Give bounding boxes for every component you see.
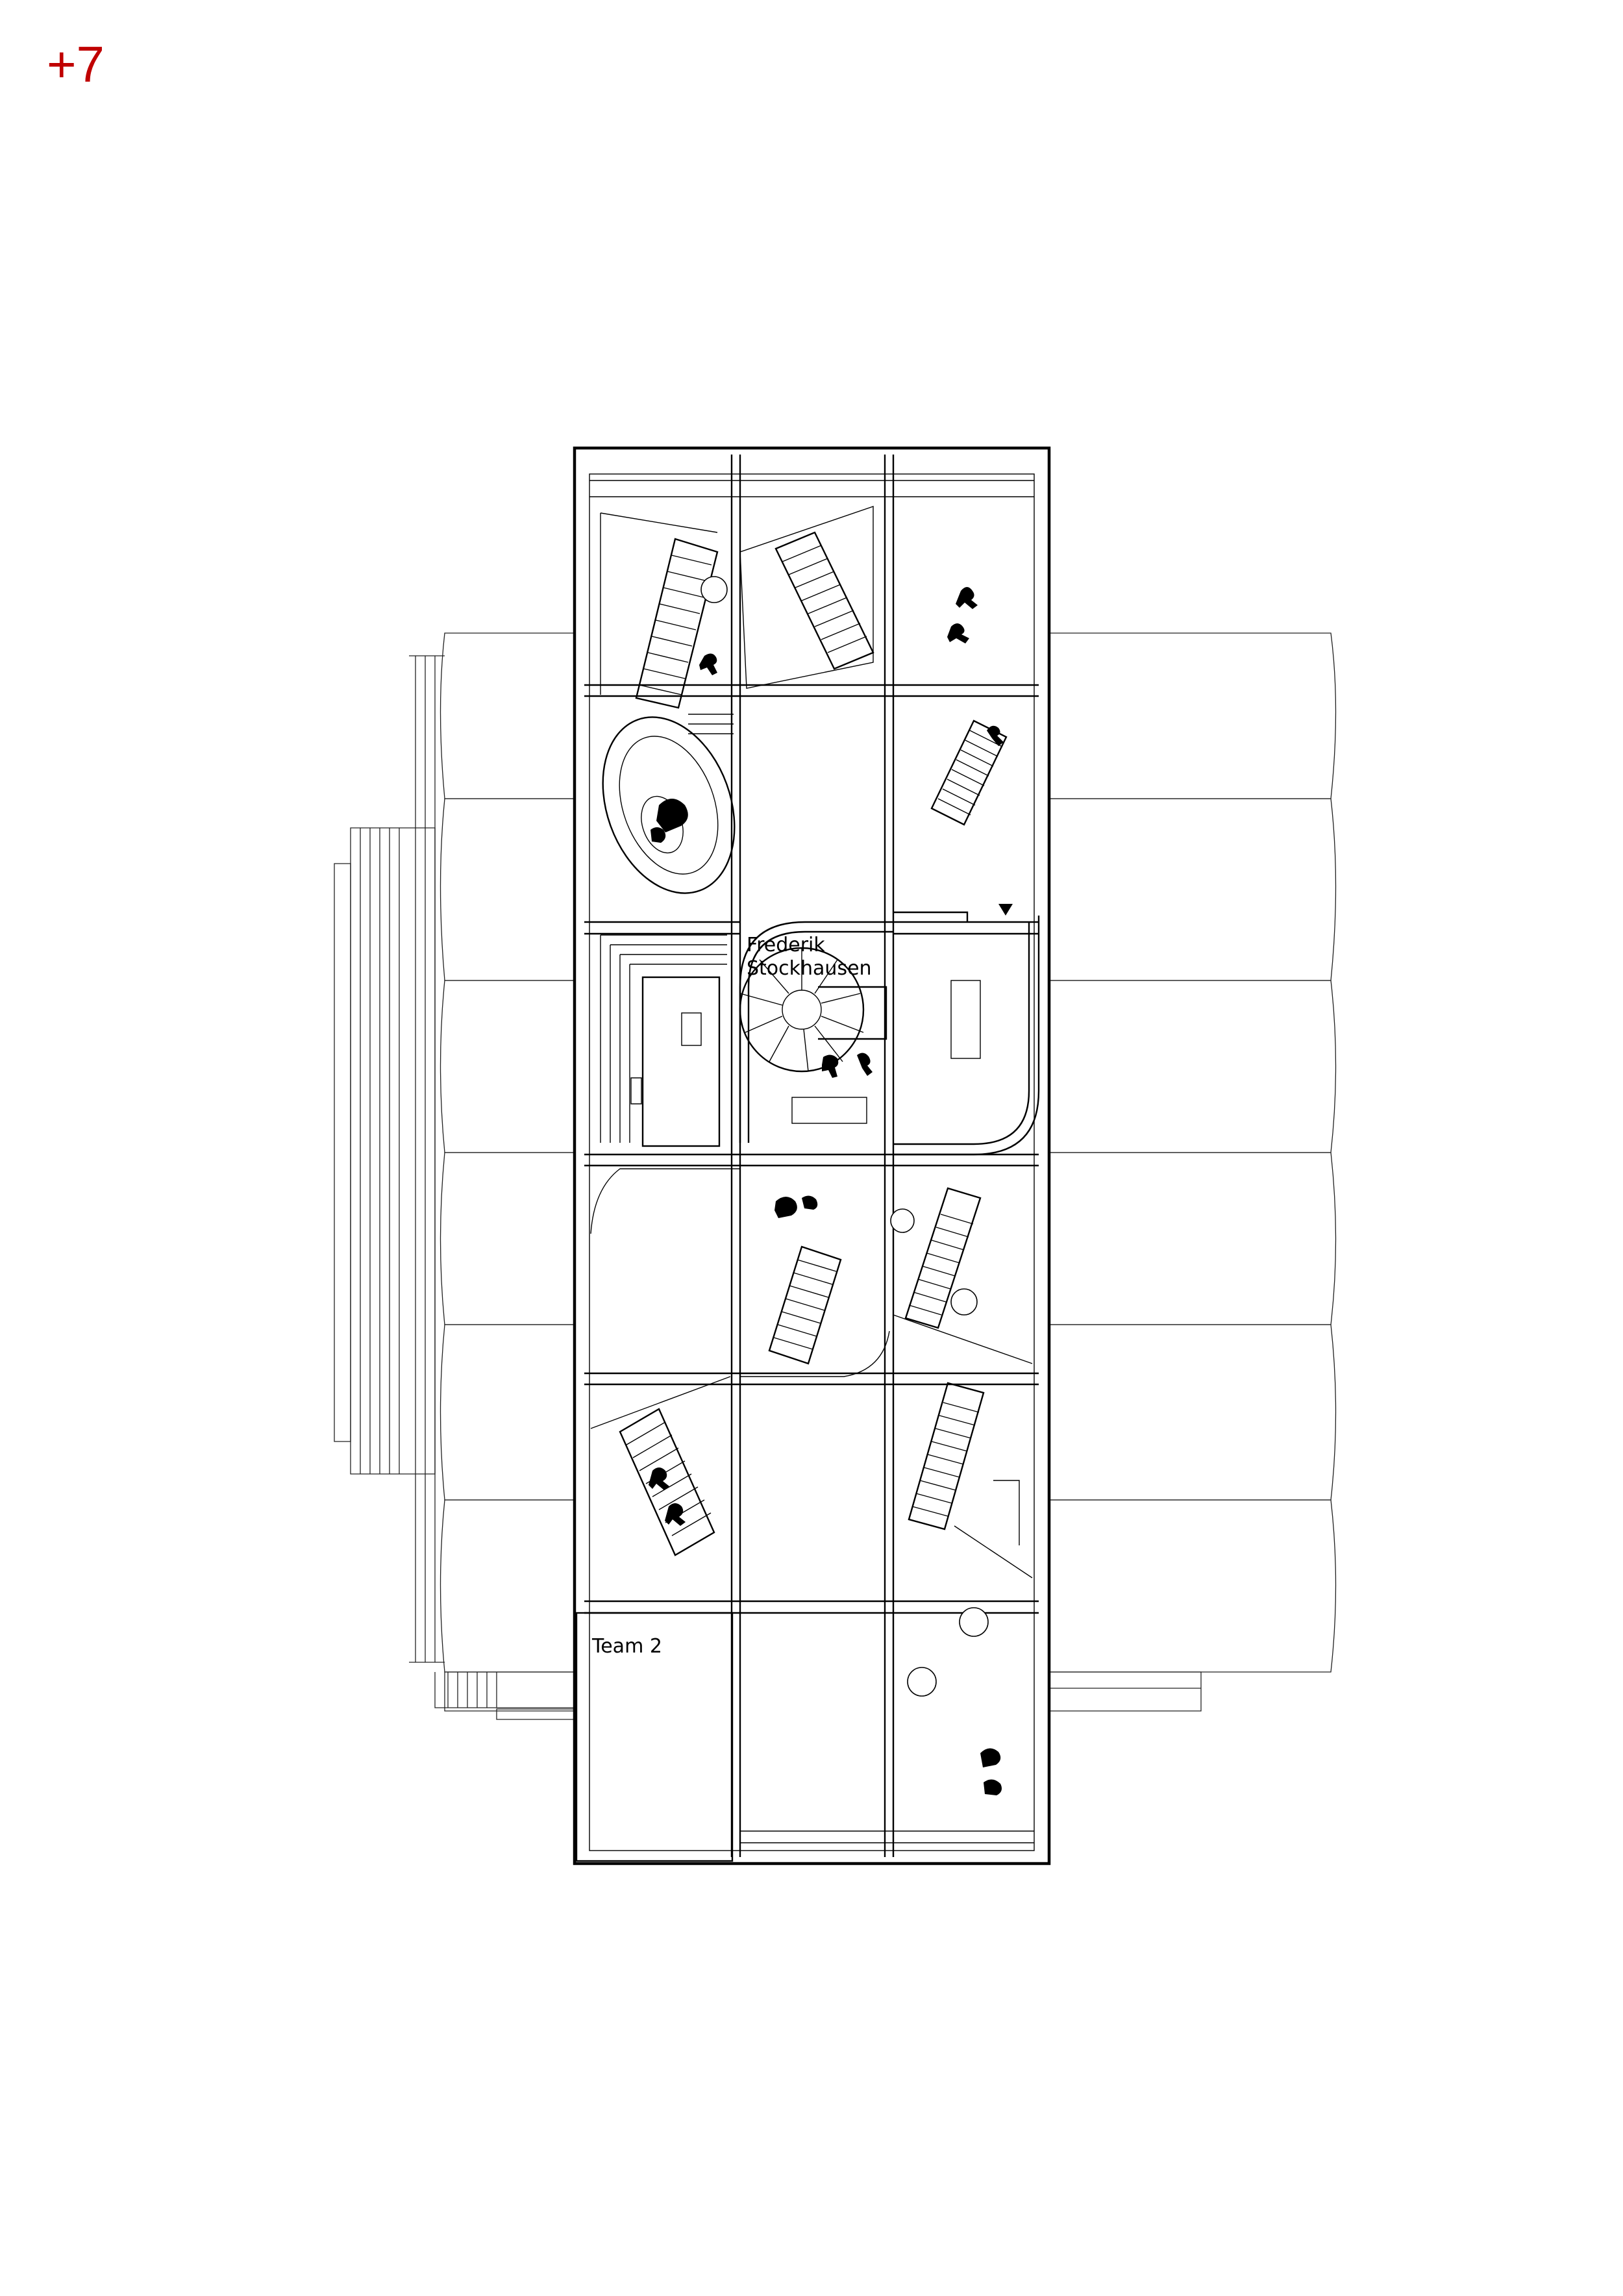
room-label-line: Team 2 bbox=[591, 1635, 662, 1658]
structural-grid bbox=[584, 455, 1039, 1857]
curved-meeting-wall bbox=[739, 911, 1040, 1156]
stair-lower-right bbox=[893, 1169, 1033, 1364]
room-label-team-2: Team 2 bbox=[591, 1635, 662, 1658]
room-label-frederik-stockhausen: Frederik Stockhausen bbox=[747, 934, 872, 980]
room-team-2 bbox=[575, 1612, 734, 1862]
building-shell bbox=[573, 446, 1051, 1866]
furniture bbox=[700, 576, 989, 1697]
room-label-line: Frederik bbox=[747, 934, 825, 956]
north-arrow-marker bbox=[998, 904, 1013, 916]
stair-top-left bbox=[600, 512, 719, 709]
stair-upper-right bbox=[930, 719, 1008, 826]
stair-lower-center bbox=[590, 1168, 890, 1377]
elevator-core bbox=[600, 934, 727, 1147]
stair-fifth-right bbox=[908, 1382, 1033, 1578]
people-silhouettes bbox=[649, 587, 1004, 1795]
stair-top-middle bbox=[739, 506, 874, 689]
room-label-line: Stockhausen bbox=[747, 957, 872, 980]
spiral-stair-center bbox=[739, 947, 887, 1124]
adjacent-buildings bbox=[334, 632, 1337, 1720]
floor-level-label: +7 bbox=[47, 36, 105, 93]
stair-fifth-left bbox=[590, 1376, 731, 1556]
